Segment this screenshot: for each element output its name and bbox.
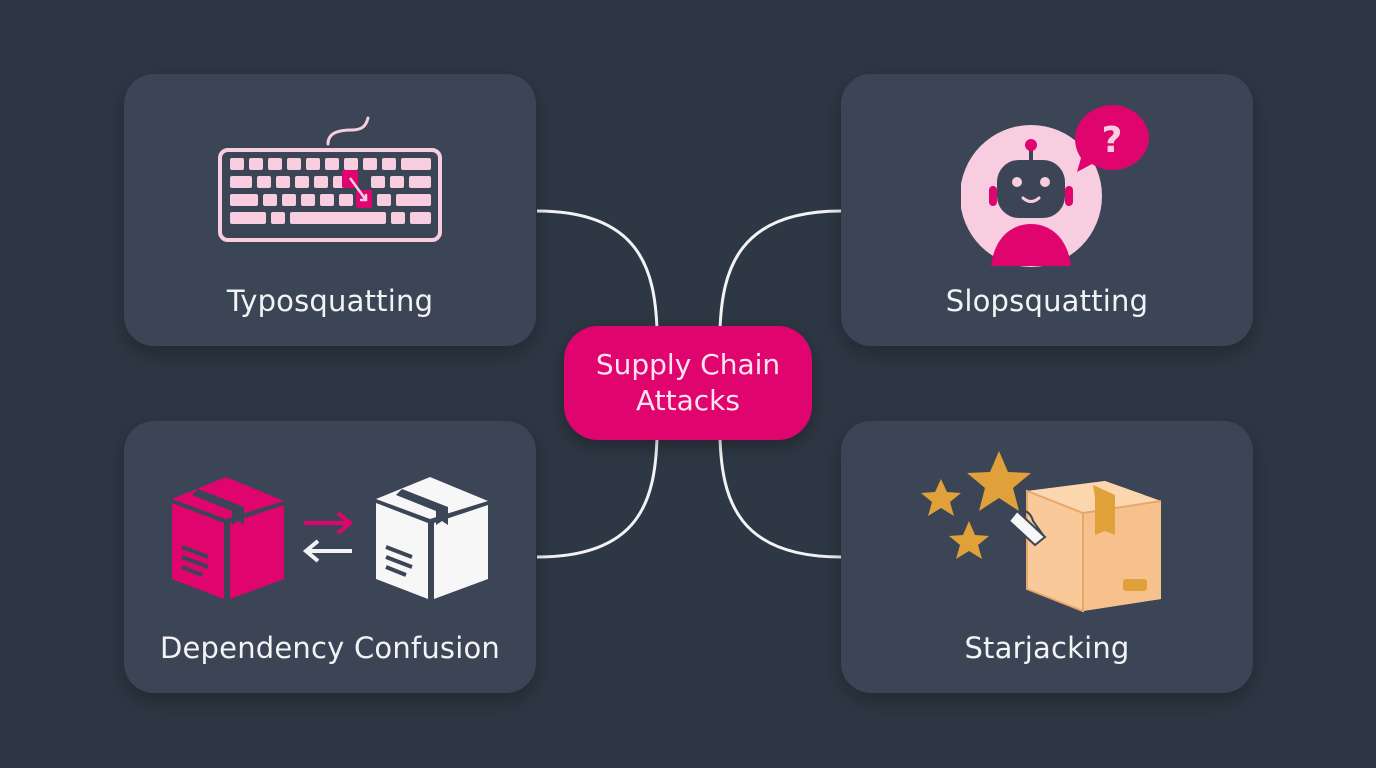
node-label: Typosquatting bbox=[226, 284, 434, 318]
robot-question-icon: ? bbox=[961, 105, 1149, 267]
connector-bottom-left bbox=[536, 437, 659, 559]
node-dependency-confusion: Dependency Confusion bbox=[124, 421, 536, 693]
package-icon bbox=[1026, 481, 1162, 613]
keyboard-icon bbox=[218, 116, 442, 242]
connector-bottom-right bbox=[718, 437, 842, 559]
swap-arrows-icon bbox=[302, 511, 354, 563]
node-slopsquatting: ? Slopsquatting bbox=[841, 74, 1253, 346]
node-starjacking: Starjacking bbox=[841, 421, 1253, 693]
package-icon-pink bbox=[172, 477, 284, 599]
node-label: Slopsquatting bbox=[945, 284, 1149, 318]
connector-top-left bbox=[536, 209, 659, 331]
stars-package-icon bbox=[921, 451, 1162, 613]
node-label: Starjacking bbox=[964, 631, 1130, 665]
package-swap-icon bbox=[172, 477, 488, 599]
center-node-supply-chain-attacks: Supply Chain Attacks bbox=[564, 326, 812, 440]
package-icon-white bbox=[376, 477, 488, 599]
node-typosquatting: Typosquatting bbox=[124, 74, 536, 346]
star-icon bbox=[921, 479, 961, 516]
question-badge: ? bbox=[1102, 120, 1123, 161]
star-icon bbox=[967, 451, 1031, 511]
center-label-line2: Attacks bbox=[636, 384, 740, 417]
center-label-line1: Supply Chain bbox=[595, 348, 781, 381]
star-icon bbox=[949, 521, 989, 559]
connector-top-right bbox=[718, 209, 842, 331]
node-label: Dependency Confusion bbox=[159, 631, 500, 665]
